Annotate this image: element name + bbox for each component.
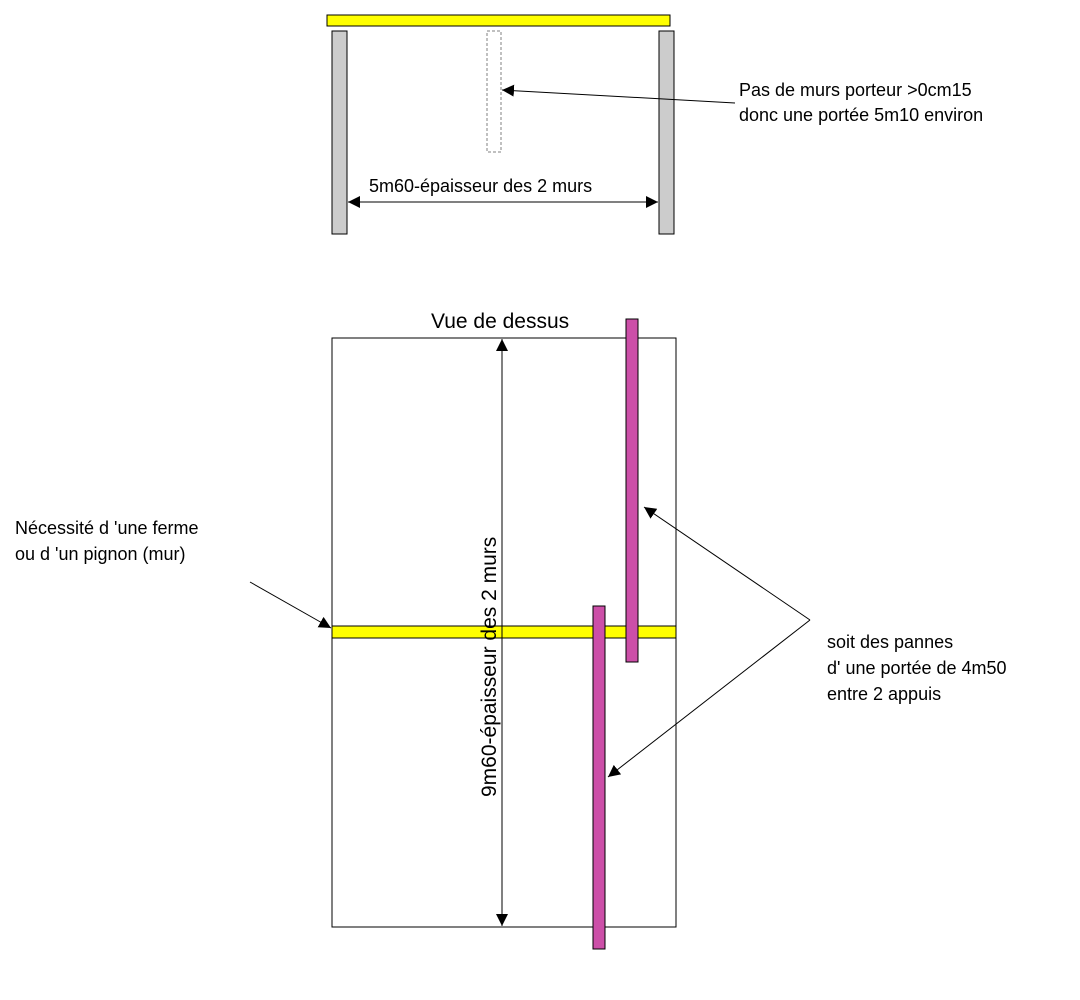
purlin-lower [592, 605, 606, 950]
right-note-line3: entre 2 appuis [827, 684, 941, 704]
truss-beam [331, 625, 677, 639]
left-note-arrow [249, 581, 332, 629]
right-note-line1: soit des pannes [827, 632, 953, 652]
right-wall [658, 30, 675, 235]
plan-span-label: 9m60-épaisseur des 2 murs [478, 537, 501, 797]
left-note-line2: ou d 'un pignon (mur) [15, 544, 186, 564]
section-note-line2: donc une portée 5m10 environ [739, 105, 983, 125]
section-span-label: 5m60-épaisseur des 2 murs [369, 176, 592, 196]
section-note-line1: Pas de murs porteur >0cm15 [739, 80, 972, 100]
purlin-upper [625, 318, 639, 663]
top-beam [326, 14, 671, 27]
right-note-line2: d' une portée de 4m50 [827, 658, 1007, 678]
dashed-middle-wall [486, 30, 502, 153]
right-note-arrow-upper [643, 506, 811, 621]
left-note-line1: Nécessité d 'une ferme [15, 518, 199, 538]
note-arrow [501, 84, 736, 104]
right-note-arrow-lower [607, 619, 811, 778]
section-view: Pas de murs porteur >0cm15 donc une port… [326, 14, 983, 235]
top-view: Vue de dessus 9m60-épaisseur des 2 murs … [15, 310, 1007, 950]
left-wall [331, 30, 348, 235]
top-view-title: Vue de dessus [431, 310, 569, 333]
